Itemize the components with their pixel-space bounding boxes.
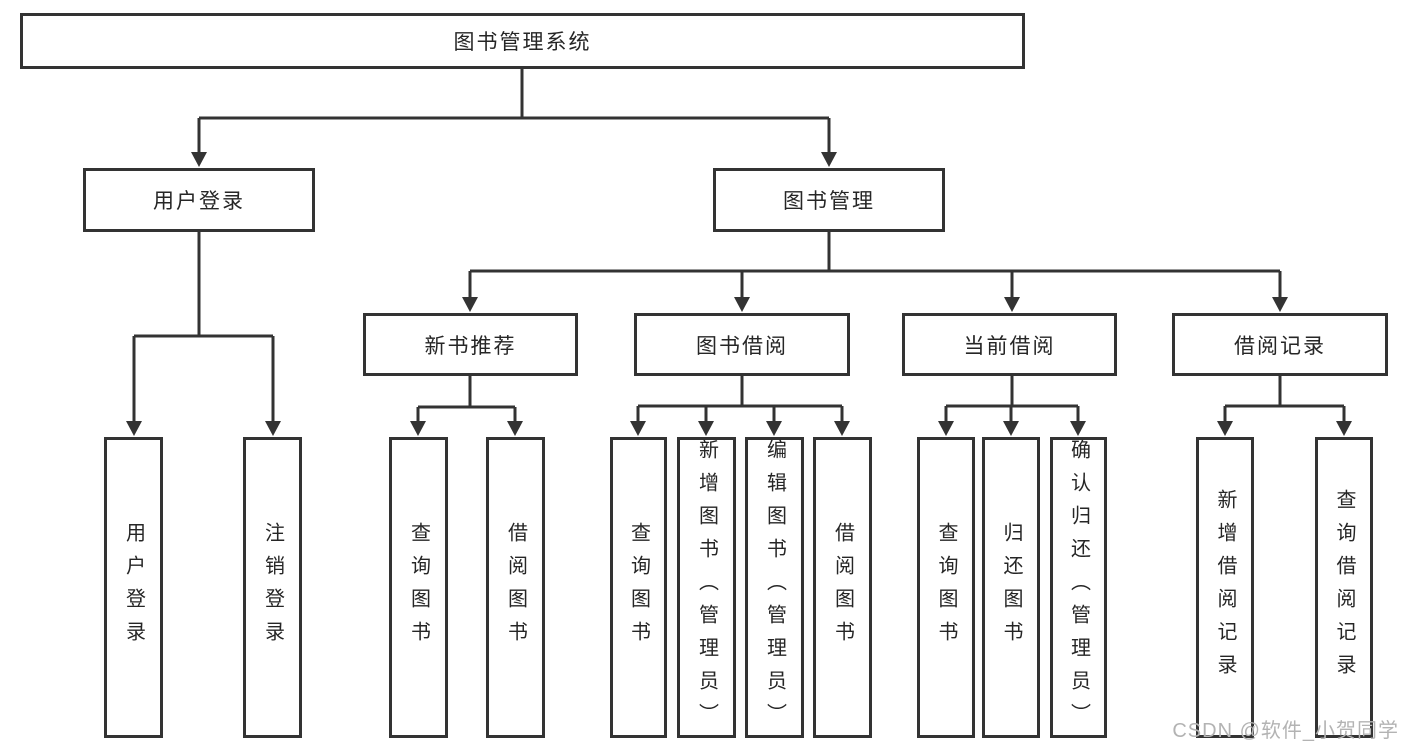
leaf-query-books-current-label: 查询图书 (935, 521, 957, 654)
node-user-login: 用户登录 (83, 168, 315, 232)
leaf-add-books-admin-label: 新增图书（管理员） (695, 439, 718, 736)
node-book-borrowing: 图书借阅 (634, 313, 850, 376)
leaf-query-books-borrow-label: 查询图书 (627, 521, 650, 654)
node-new-book-recommendation: 新书推荐 (363, 313, 578, 376)
leaf-edit-books-admin: 编辑图书（管理员） (745, 437, 804, 738)
leaf-borrow-books-recommend: 借阅图书 (486, 437, 545, 738)
leaf-logout: 注销登录 (243, 437, 302, 738)
leaf-query-books-borrow: 查询图书 (610, 437, 667, 738)
leaf-logout-label: 注销登录 (261, 521, 284, 654)
leaf-user-login-label: 用户登录 (122, 521, 145, 654)
node-current-borrowing: 当前借阅 (902, 313, 1117, 376)
node-borrowing-records-label: 借阅记录 (1234, 334, 1326, 358)
leaf-confirm-return-admin-label: 确认归还（管理员） (1067, 439, 1090, 736)
node-book-management: 图书管理 (713, 168, 945, 232)
node-book-borrowing-label: 图书借阅 (696, 334, 788, 358)
node-borrowing-records: 借阅记录 (1172, 313, 1388, 376)
csdn-watermark: CSDN @软件_小贺同学 (1172, 720, 1399, 742)
node-new-book-recommendation-label: 新书推荐 (424, 334, 517, 358)
node-current-borrowing-label: 当前借阅 (963, 334, 1056, 358)
leaf-query-books-recommend-label: 查询图书 (407, 521, 430, 654)
leaf-borrow-books: 借阅图书 (813, 437, 872, 738)
leaf-return-books: 归还图书 (982, 437, 1040, 738)
leaf-query-books-recommend: 查询图书 (389, 437, 448, 738)
leaf-add-books-admin: 新增图书（管理员） (677, 437, 736, 738)
leaf-query-books-current: 查询图书 (917, 437, 975, 738)
leaf-borrow-books-recommend-label: 借阅图书 (504, 521, 527, 654)
leaf-borrow-books-label: 借阅图书 (831, 521, 854, 654)
leaf-confirm-return-admin: 确认归还（管理员） (1050, 437, 1107, 738)
leaf-query-borrow-record-label: 查询借阅记录 (1333, 488, 1355, 687)
leaf-add-borrow-record-label: 新增借阅记录 (1214, 488, 1236, 687)
node-book-management-label: 图书管理 (783, 190, 875, 213)
leaf-return-books-label: 归还图书 (1000, 521, 1022, 654)
leaf-edit-books-admin-label: 编辑图书（管理员） (763, 439, 786, 736)
node-root-label: 图书管理系统 (453, 31, 592, 54)
arrowheads (126, 152, 1352, 436)
leaf-query-borrow-record: 查询借阅记录 (1315, 437, 1373, 738)
node-user-login-label: 用户登录 (153, 190, 245, 213)
leaf-user-login: 用户登录 (104, 437, 163, 738)
node-root: 图书管理系统 (20, 13, 1025, 69)
leaf-add-borrow-record: 新增借阅记录 (1196, 437, 1254, 738)
